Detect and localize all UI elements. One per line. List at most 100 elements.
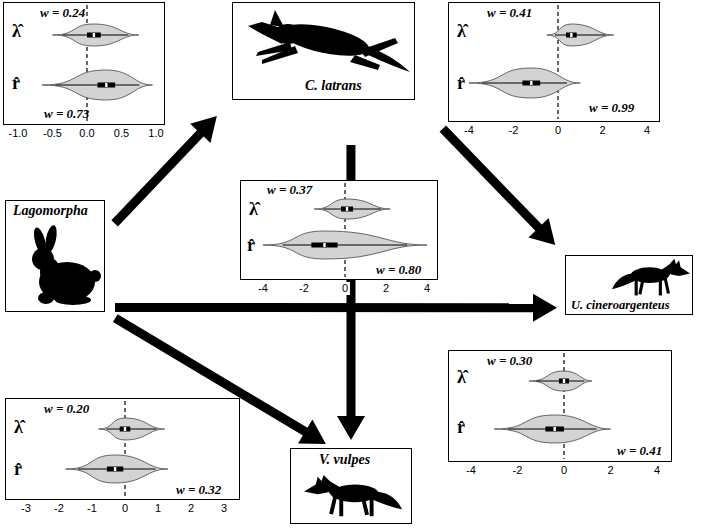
species-box: U. cineroargenteus <box>565 255 693 315</box>
parameter-label: r̂ <box>457 417 465 438</box>
iqr-box <box>107 467 123 472</box>
coyote-silhouette <box>248 10 410 72</box>
median-mark <box>124 427 126 431</box>
median-mark <box>114 467 116 471</box>
violin-panel: λ̂w = 0.37r̂w = 0.80-4-2024 <box>240 180 438 280</box>
axis-tick: -0.5 <box>41 127 64 140</box>
axis-tick: 2 <box>597 124 607 137</box>
trophic-arrow <box>115 294 557 322</box>
violin-panel: λ̂w = 0.24r̂w = 0.73-1.0-0.50.00.51.0 <box>3 2 165 125</box>
weight-label: w = 0.37 <box>267 183 312 198</box>
axis-tick: -1.0 <box>7 127 30 140</box>
axis-tick: 2 <box>186 502 196 515</box>
axis-tick: -2 <box>507 124 521 137</box>
iqr-box <box>559 379 569 384</box>
weight-label: w = 0.20 <box>44 402 89 417</box>
iqr-box <box>341 207 353 212</box>
violin-shape <box>53 24 139 46</box>
weight-label: w = 0.41 <box>487 6 532 21</box>
zero-line <box>563 353 564 459</box>
rabbit-silhouette <box>32 224 101 305</box>
weight-label: w = 0.99 <box>589 101 634 116</box>
median-mark <box>563 379 565 383</box>
axis-tick: 0 <box>553 124 563 137</box>
violin-panel: λ̂w = 0.41r̂w = 0.99-4-2024 <box>448 2 660 122</box>
parameter-label: λ̂ <box>14 417 23 438</box>
weight-label: w = 0.24 <box>40 6 85 21</box>
violin-shape <box>529 371 592 391</box>
iqr-box <box>97 83 115 88</box>
species-box: V. vulpes <box>290 448 412 524</box>
parameter-label: λ̂ <box>12 21 21 42</box>
whisker <box>55 85 139 86</box>
violin-shape <box>494 415 610 443</box>
axis-tick: 0 <box>120 502 130 515</box>
iqr-box <box>120 427 131 432</box>
axis-tick: -4 <box>256 282 270 295</box>
parameter-label: r̂ <box>12 73 20 94</box>
parameter-label: λ̂ <box>457 21 466 42</box>
weight-label: w = 0.80 <box>376 263 421 278</box>
whisker <box>107 429 157 430</box>
violin-shape <box>42 70 152 100</box>
axis-tick: 0 <box>340 282 350 295</box>
violin-shape <box>469 68 580 98</box>
species-label: V. vulpes <box>319 452 370 468</box>
species-label: Lagomorpha <box>13 203 88 219</box>
axis-tick: -1 <box>85 502 99 515</box>
weight-label: w = 0.30 <box>487 354 532 369</box>
parameter-label: λ̂ <box>457 367 466 388</box>
axis-tick: -2 <box>511 464 525 477</box>
iqr-box <box>87 33 101 38</box>
median-mark <box>93 33 95 37</box>
gray-fox-silhouette <box>612 259 690 296</box>
species-label: C. latrans <box>305 78 362 94</box>
species-box: Lagomorpha <box>5 200 105 312</box>
axis-tick: 1.0 <box>146 127 165 140</box>
violin-panel: λ̂w = 0.30r̂w = 0.41-4-2024 <box>448 350 672 462</box>
red-fox-silhouette <box>304 475 402 516</box>
species-box: C. latrans <box>232 2 415 100</box>
zero-line <box>557 5 558 119</box>
parameter-label: r̂ <box>14 459 22 480</box>
parameter-label: r̂ <box>247 235 255 256</box>
axis-tick: -2 <box>297 282 311 295</box>
axis-tick: 0 <box>559 464 569 477</box>
axis-tick: -3 <box>19 502 33 515</box>
violin-shape <box>66 455 168 483</box>
axis-tick: 1 <box>153 502 163 515</box>
median-mark <box>530 81 532 85</box>
weight-label: w = 0.73 <box>44 107 89 122</box>
violin-panel: λ̂w = 0.20r̂w = 0.32-3-2-10123 <box>5 398 240 500</box>
axis-tick: -4 <box>464 464 478 477</box>
zero-line <box>344 183 345 277</box>
parameter-label: r̂ <box>457 73 465 94</box>
axis-tick: -4 <box>462 124 476 137</box>
axis-tick: 2 <box>605 464 615 477</box>
axis-tick: 0.0 <box>77 127 96 140</box>
iqr-box <box>566 33 577 38</box>
axis-tick: 4 <box>652 464 662 477</box>
iqr-box <box>522 81 540 86</box>
axis-tick: 4 <box>642 124 652 137</box>
iqr-box <box>545 427 564 432</box>
violin-shape <box>99 418 165 440</box>
axis-tick: -2 <box>52 502 66 515</box>
whisker <box>283 245 408 246</box>
median-mark <box>570 33 572 37</box>
weight-label: w = 0.41 <box>617 444 662 459</box>
axis-tick: 3 <box>219 502 229 515</box>
violin-plot <box>4 3 164 124</box>
whisker <box>555 35 606 36</box>
axis-tick: 4 <box>422 282 432 295</box>
axis-tick: 0.5 <box>112 127 131 140</box>
violin-shape <box>547 24 614 46</box>
axis-tick: 2 <box>381 282 391 295</box>
violin-shape <box>314 199 390 219</box>
median-mark <box>105 83 107 87</box>
zero-line <box>86 5 87 122</box>
median-mark <box>346 207 348 211</box>
iqr-box <box>311 243 337 248</box>
trophic-arrow <box>443 129 555 245</box>
median-mark <box>323 243 325 247</box>
